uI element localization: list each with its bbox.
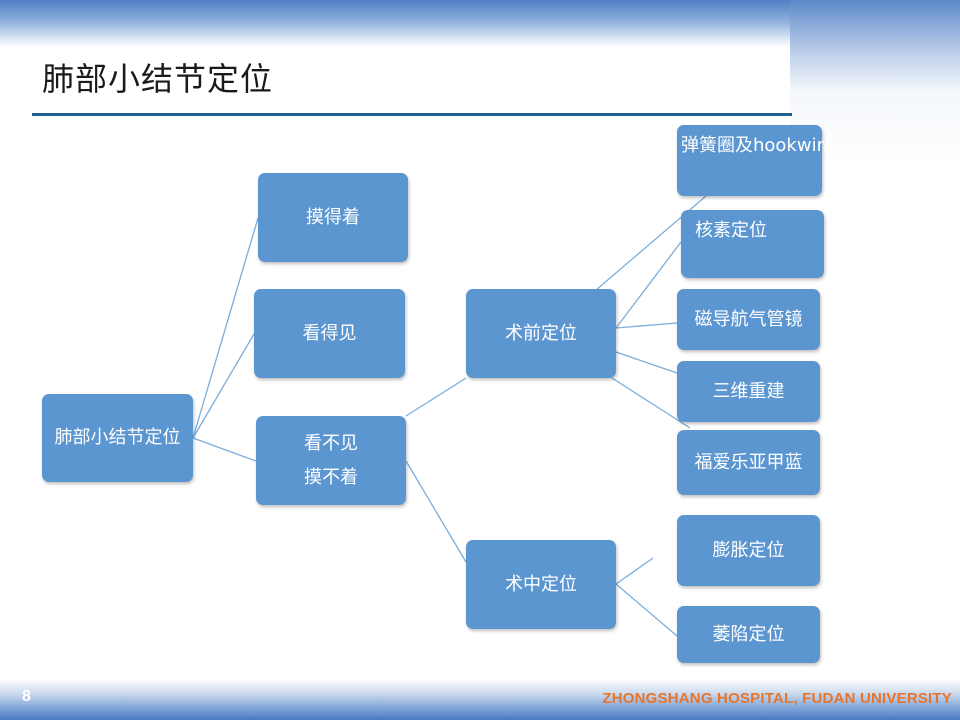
connector-preop-dye	[611, 377, 691, 429]
node-preop-nuclide: 核素定位	[681, 210, 824, 278]
node-preop-navigation-bronchoscopy-label: 磁导航气管镜	[694, 308, 803, 330]
node-preop-nuclide-label: 核素定位	[695, 220, 767, 241]
node-preop-coil-hookwire: 弹簧圈及hookwire	[677, 125, 835, 196]
connector-root-visible	[192, 333, 255, 439]
node-preop-coil-hookwire-label: 弹簧圈及hookwire	[681, 135, 835, 156]
slide-title: 肺部小结节定位	[42, 60, 274, 98]
connector-intraop-inflation	[615, 557, 654, 585]
connector-preop-navigation	[615, 322, 678, 329]
connector-root-palpable	[192, 217, 259, 439]
connector-preop-3d	[615, 351, 678, 374]
node-palpable: 摸得着	[258, 173, 408, 262]
page-number: 8	[22, 688, 31, 705]
node-visible: 看得见	[254, 289, 405, 378]
node-hidden-label-line1: 看不见	[304, 432, 358, 454]
node-preop-methylene-blue: 福爱乐亚甲蓝	[677, 430, 820, 495]
node-preop-methylene-blue-label: 福爱乐亚甲蓝	[694, 451, 803, 473]
node-intraop-inflation: 膨胀定位	[677, 515, 820, 586]
connector-preop-nuclide	[615, 241, 682, 329]
node-hidden-label-line2: 摸不着	[304, 466, 358, 488]
node-palpable-label: 摸得着	[306, 206, 360, 228]
footer-gradient-band	[0, 678, 960, 720]
node-intraop-collapse-label: 萎陷定位	[712, 623, 785, 645]
connector-intraop-collapse	[615, 583, 678, 637]
node-preop-3d-reconstruction-label: 三维重建	[712, 380, 785, 402]
node-intraop: 术中定位	[466, 540, 616, 629]
node-preop: 术前定位	[466, 289, 616, 378]
node-root-label: 肺部小结节定位	[54, 427, 181, 448]
node-visible-label: 看得见	[302, 322, 357, 344]
node-root: 肺部小结节定位	[42, 394, 193, 482]
node-hidden: 看不见 摸不着	[256, 416, 406, 505]
node-preop-navigation-bronchoscopy: 磁导航气管镜	[677, 289, 820, 350]
footer-institution: ZHONGSHANG HOSPITAL, FUDAN UNIVERSITY	[602, 690, 952, 707]
connector-hidden-preop	[405, 377, 467, 417]
node-intraop-inflation-label: 膨胀定位	[712, 539, 785, 561]
title-divider	[32, 113, 792, 116]
node-preop-3d-reconstruction: 三维重建	[677, 361, 820, 422]
node-intraop-label: 术中定位	[505, 573, 577, 595]
connector-hidden-intraop	[405, 460, 467, 563]
node-preop-label: 术前定位	[505, 322, 577, 344]
node-intraop-collapse: 萎陷定位	[677, 606, 820, 663]
connector-root-hidden	[192, 437, 257, 462]
